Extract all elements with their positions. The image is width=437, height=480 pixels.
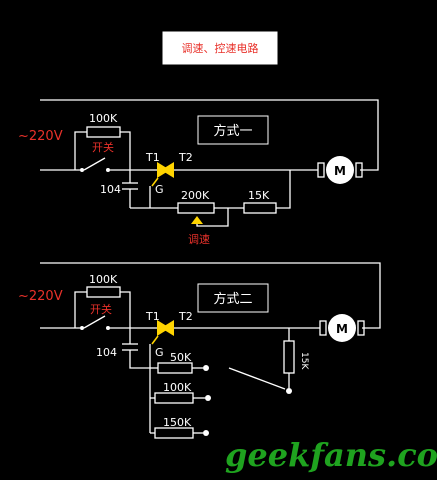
switch-label-1: 开关	[92, 140, 114, 154]
pot-label: 200K	[181, 189, 210, 202]
gate-label-1: G	[155, 183, 164, 196]
selector-resistor-50k	[157, 362, 193, 374]
pot-wiper-arrow	[191, 216, 203, 224]
motor-1	[317, 156, 363, 184]
resistor-15k-2	[283, 340, 295, 374]
potentiometer-200k	[177, 202, 215, 214]
resistor-label-100k-1: 100K	[89, 112, 118, 125]
t1-label-1: T1	[145, 151, 160, 164]
selector-label-50k: 50K	[170, 351, 192, 364]
switch-2	[83, 315, 106, 329]
motor-2	[319, 314, 365, 342]
t1-label-2: T1	[145, 310, 160, 323]
adjust-label: 调速	[188, 233, 210, 246]
selector-resistor-100k	[154, 392, 194, 404]
selector-label-150k: 150K	[163, 416, 192, 429]
selector-contact-50k	[203, 365, 209, 371]
motor-label-2: M	[336, 322, 348, 336]
watermark-logo: geekfans.com	[225, 436, 437, 474]
motor-label-1: M	[334, 164, 346, 178]
selector-contact-150k	[203, 430, 209, 436]
t2-label-1: T2	[178, 151, 193, 164]
selector-common-contact	[286, 388, 292, 394]
method-label-2: 方式二	[213, 291, 252, 307]
circuit-1	[40, 99, 379, 227]
voltage-label-1: ~220V	[18, 129, 63, 144]
resistor-label-15k-2: 15K	[299, 352, 309, 370]
circuit-2	[40, 262, 381, 439]
thyristor-2	[151, 320, 174, 345]
thyristor-1	[151, 162, 174, 187]
switch-1	[83, 157, 106, 171]
resistor-100k-1	[86, 126, 121, 138]
t2-label-2: T2	[178, 310, 193, 323]
gate-label-2: G	[155, 346, 164, 359]
capacitor-label-2: 104	[96, 346, 117, 359]
resistor-100k-2	[86, 286, 121, 298]
method-label-1: 方式一	[213, 123, 252, 139]
resistor-label-15k-1: 15K	[248, 189, 270, 202]
selector-contact-100k	[205, 395, 211, 401]
selector-label-100k: 100K	[163, 381, 192, 394]
capacitor-label-1: 104	[100, 183, 121, 196]
title-text: 调速、控速电路	[182, 41, 259, 55]
selector-switch-arm	[228, 367, 286, 390]
selector-resistor-150k	[154, 427, 194, 439]
voltage-label-2: ~220V	[18, 289, 63, 304]
resistor-15k-1	[243, 202, 277, 214]
switch-label-2: 开关	[90, 302, 112, 316]
resistor-label-100k-2: 100K	[89, 273, 118, 286]
title-box: 调速、控速电路	[161, 30, 279, 66]
